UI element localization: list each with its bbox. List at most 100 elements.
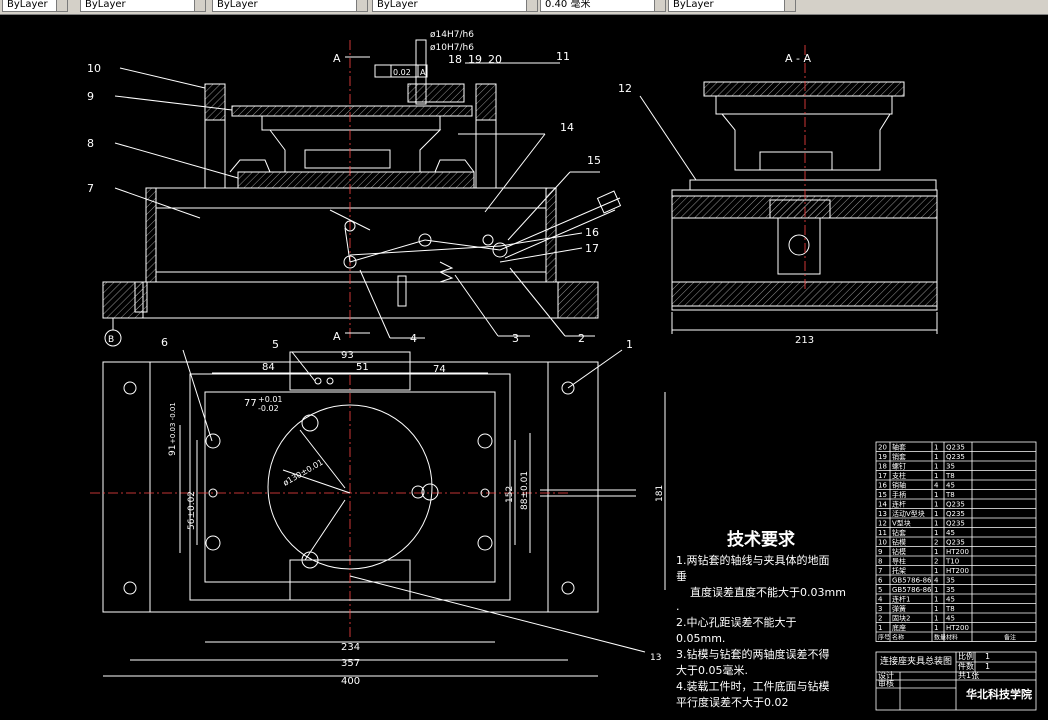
bom-cell: Q235 <box>946 520 965 528</box>
bom-cell: 手柄 <box>892 490 906 499</box>
bom-cell: 轴套 <box>892 443 906 452</box>
bom-cell: 1 <box>934 520 938 528</box>
bom-cell: 11 <box>878 529 887 537</box>
dim-84: 84 <box>262 362 275 373</box>
bom-cell: Q235 <box>946 444 965 452</box>
property-toolbar: ByLayer ByLayer ByLayer ByLayer 0.40 毫米 … <box>0 0 1048 15</box>
callout-20: 20 <box>488 53 502 66</box>
tech-req-line-8: 大于0.05毫米. <box>676 663 748 677</box>
title-block <box>875 651 1037 711</box>
callout-10: 10 <box>87 62 101 75</box>
section-marker-bottom: A <box>333 330 341 343</box>
bom-cell: 支柱 <box>892 471 906 480</box>
bom-cell: 1 <box>934 463 938 471</box>
bom-cell: T8 <box>945 472 955 480</box>
dim-dia130: ø130±0.01 <box>282 458 325 488</box>
datum-b: B <box>108 335 114 345</box>
callout-2: 2 <box>578 332 585 345</box>
callout-12: 12 <box>618 82 632 95</box>
tech-req-line-6: 0.05mm. <box>676 632 725 645</box>
tech-req-line-10: 平行度误差不大于0.02 <box>676 695 789 709</box>
bom-cell: 1 <box>934 501 938 509</box>
bom-cell: 1 <box>934 567 938 575</box>
bom-cell: 销轴 <box>892 481 906 490</box>
callout-15: 15 <box>587 154 601 167</box>
plotstyle-select[interactable]: ByLayer <box>668 0 796 12</box>
bom-cell: Q235 <box>946 453 965 461</box>
bom-cell: 1 <box>934 453 938 461</box>
bom-cell: V型块 <box>892 519 911 528</box>
side-view <box>671 45 938 334</box>
bom-cell: 45 <box>946 596 955 604</box>
bom-cell: 14 <box>878 501 887 509</box>
bom-cell: 钻模 <box>892 538 906 547</box>
dim-77-tol-upper: +0.01 <box>258 395 283 404</box>
dim-213: 213 <box>795 335 814 346</box>
dim-357: 357 <box>341 658 360 669</box>
callout-5: 5 <box>272 338 279 351</box>
view-label-aa: A - A <box>785 52 811 65</box>
front-view <box>102 39 697 347</box>
dim-152: 152 <box>505 486 515 503</box>
callout-14: 14 <box>560 121 574 134</box>
bom-cell: 19 <box>878 453 887 461</box>
bom-cell: 固块2 <box>892 614 910 623</box>
bom-cell: 1 <box>934 624 938 632</box>
linetype2-select[interactable]: ByLayer <box>372 0 538 12</box>
bom-cell: 1 <box>934 491 938 499</box>
bom-cell: HT200 <box>946 548 969 556</box>
bom-cell: 4 <box>934 482 939 490</box>
dim-91-tol: +0.03 -0.01 <box>169 402 177 444</box>
dim-88: 88±0.01 <box>520 471 530 510</box>
bom-cell: 13 <box>878 510 887 518</box>
bom-cell: 6 <box>878 577 883 585</box>
bom-cell: 1 <box>934 444 938 452</box>
lineweight-select[interactable]: 0.40 毫米 <box>540 0 666 12</box>
check-label: 审核 <box>878 678 894 688</box>
bom-cell: 9 <box>878 548 882 556</box>
tech-req-line-7: 3.钻模与钻套的两轴度误差不得 <box>676 647 830 661</box>
callout-6: 6 <box>161 336 168 349</box>
bom-cell: 托架 <box>892 566 906 575</box>
bom-cell: 12 <box>878 520 887 528</box>
color-select[interactable]: ByLayer <box>80 0 206 12</box>
bom-cell: 4 <box>934 577 939 585</box>
bom-cell: 1 <box>934 472 938 480</box>
callout-9: 9 <box>87 90 94 103</box>
bom-cell: 螺钉 <box>892 462 906 471</box>
tech-req-title: 技术要求 <box>727 529 795 550</box>
tech-req-line-1: 1.两钻套的轴线与夹具体的地面 <box>676 553 830 567</box>
bom-header-cell: 备注 <box>1004 634 1016 642</box>
bom-cell: 35 <box>946 586 955 594</box>
drawing-canvas[interactable]: A A ø14H7/h6 ø10H7/h6 0.02 A B 10 9 8 7 … <box>0 14 1048 720</box>
layer-select[interactable]: ByLayer <box>212 0 368 12</box>
callout-4: 4 <box>410 332 417 345</box>
section-marker-top: A <box>333 52 341 65</box>
tech-req-line-9: 4.装载工件时，工件底面与钻模 <box>676 679 830 693</box>
scale-label: 比例 <box>958 651 974 661</box>
bom-cell: 钻模 <box>892 547 906 556</box>
bom-cell: 7 <box>878 567 882 575</box>
tech-req-line-5: 2.中心孔距误差不能大于 <box>676 615 797 629</box>
linetype-select[interactable]: ByLayer <box>2 0 68 12</box>
bom-cell: 17 <box>878 472 887 480</box>
bom-cell: T8 <box>945 491 955 499</box>
bom-cell: 45 <box>946 529 955 537</box>
dim-51: 51 <box>356 362 369 373</box>
callout-11: 11 <box>556 50 570 63</box>
dim-234: 234 <box>341 642 360 653</box>
bom-cell: 1 <box>934 615 938 623</box>
bom-cell: T8 <box>945 605 955 613</box>
dim-93: 93 <box>341 350 354 361</box>
plan-view <box>90 349 666 677</box>
bom-cell: 45 <box>946 482 955 490</box>
piece-value: 1 <box>985 662 990 671</box>
bom-cell: 钻套 <box>892 528 906 537</box>
school-name: 华北科技学院 <box>966 687 1032 701</box>
bom-cell: 45 <box>946 615 955 623</box>
bom-table <box>875 441 1037 642</box>
bom-header-cell: 数量 <box>934 634 946 642</box>
tolerance-value: 0.02 <box>393 68 411 77</box>
callout-13: 13 <box>650 653 661 663</box>
bom-cell: 1 <box>878 624 882 632</box>
